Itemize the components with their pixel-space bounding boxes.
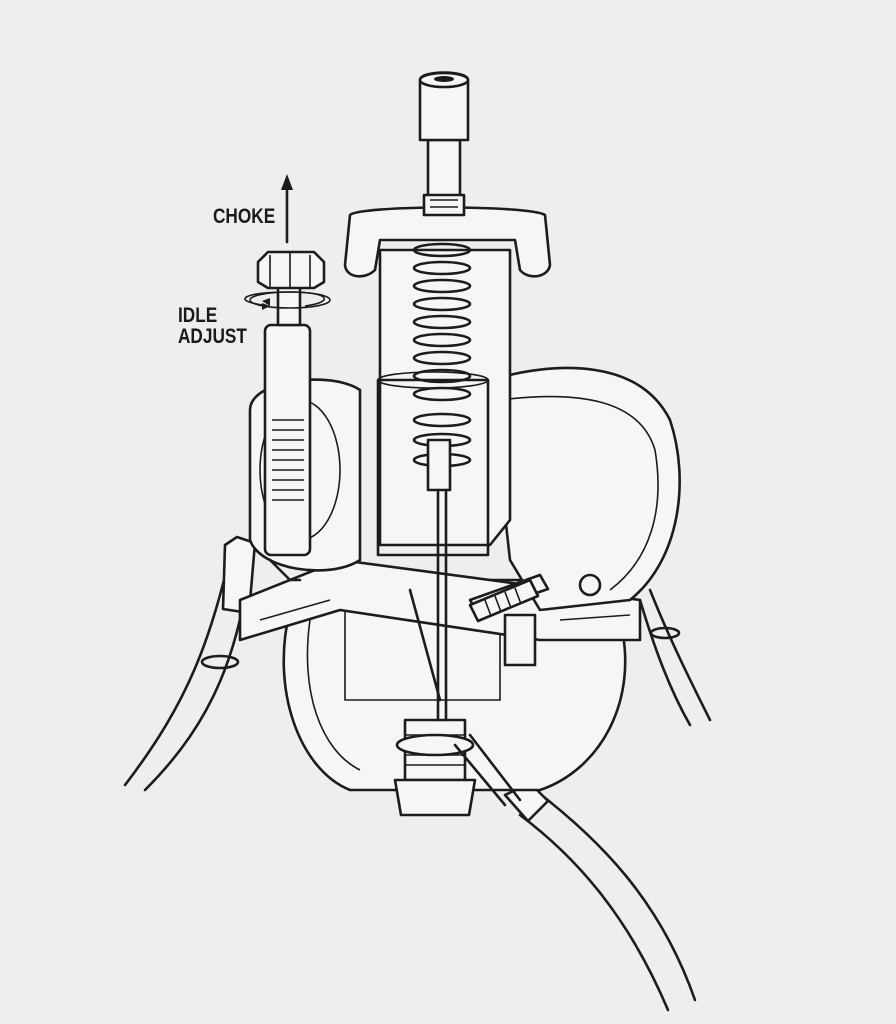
cable-adjuster: [418, 71, 470, 217]
idle-rotation-arrow: [244, 291, 326, 310]
carburetor-body: [343, 206, 552, 722]
choke-arrow: [281, 174, 293, 244]
idle-label: IDLE: [178, 304, 218, 327]
float-bowl: [238, 558, 642, 792]
air-screw: [468, 578, 540, 623]
bottom-nut: [393, 718, 522, 817]
choke-label: CHOKE: [213, 205, 276, 228]
adjust-label: ADJUST: [178, 325, 247, 348]
idle-adjust-assembly: [248, 250, 362, 582]
left-hose: [123, 535, 257, 792]
